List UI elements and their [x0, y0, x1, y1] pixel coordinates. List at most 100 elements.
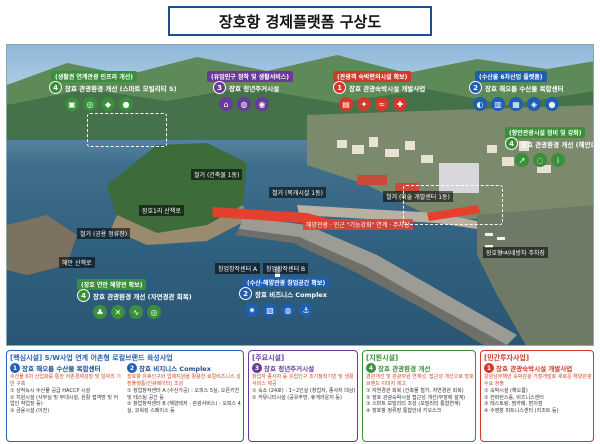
facility-title: 1 장호 해오름 수산물 복합센터 [10, 363, 122, 373]
list-item: ② 커뮤니티시설 (공유주방, 휴게라운지 등) [252, 394, 342, 401]
project-callout-startup[interactable]: 2 장호 비즈니스 Complex [239, 287, 327, 300]
route-icon: ↗ [515, 153, 529, 167]
facility-description: 경관개선 및 관광자원 연계성, 접근성 개선으로 장호 브랜드 이미지 제고 [366, 374, 474, 387]
map-label-shop: 철거 (미술 개발센터 1동) [383, 191, 453, 202]
fitness-icon: ✚ [393, 97, 407, 111]
kitchen-icon: ◍ [237, 97, 251, 111]
facility-item-list: ① 상적녹시 수산물 공급 HACCP 시설 ② 지원시설 (사무실 및 부대시… [10, 388, 122, 414]
map-label-ferry: 철거 (공용 정류장) [77, 228, 131, 239]
hotel-icon: ▤ [339, 97, 353, 111]
category-label-seafood: (수산물 6차산업 플랫폼) [475, 71, 547, 82]
list-item: ③ 스마트 모빌리티 조성 (모빌리티 통합연계) [366, 401, 461, 407]
mobility-icon-row: ▣ ◎ ◆ ● [65, 97, 133, 111]
restaurant-icon: ✦ [357, 97, 371, 111]
worker-icon: ● [545, 97, 559, 111]
category-label-mobility: (생활권 연계관광 인프라 개선) [51, 71, 137, 82]
map-label-market: 철거 (건축물 1동) [191, 169, 243, 180]
panel-heading: [민간투자사업] [484, 354, 530, 362]
panel-support-facilities: [지원시설] 4 장호 관광환경 개선 경관개선 및 관광자원 연계성, 접근성… [362, 350, 476, 442]
tree-icon: ♣ [93, 305, 107, 319]
list-item: ① 숙소 (24호) : 1~2인실 (창업자, 종사자 대상) [252, 388, 356, 394]
project-number-badge: 3 [213, 81, 226, 94]
list-item: ④ 수영장 피트니스센터 (리조트 등) [484, 407, 559, 414]
info-icon: i [551, 153, 565, 167]
map-label-parking: 장호항 시네방차 주차장 [483, 247, 549, 258]
panel-heading: [주요시설] [252, 354, 285, 362]
factory-icon: ▥ [491, 97, 505, 111]
facility-description: 장호항 유휴인구와 업체지원을 활용한 로컬비즈니스 성장플랫폼(인큐베이터) … [127, 374, 241, 387]
map-label-promenade: 해안 산책로 [59, 257, 95, 268]
leisure-icon: ⚓ [299, 303, 313, 317]
project-label: 장호 해오름 수산물 복합센터 [485, 84, 564, 93]
office-icon: ▦ [509, 97, 523, 111]
facility-item-list: ① 숙박시설 (해오름) ② 컨퍼런스홀, 비즈니스센터 ③ 레스토랑, 찜카페… [484, 388, 592, 414]
list-item: ② 컨퍼런스홀, 비즈니스센터 [484, 394, 544, 401]
map-label-pier-a: 창업창작센터 A [215, 263, 261, 274]
category-label-nature: (장호 연안 해양관 확보) [77, 279, 147, 290]
facility-title-text: 장호 비지니스 Complex [139, 365, 211, 373]
category-label-housing: (유입인구 정착 및 생활서비스) [207, 71, 293, 82]
category-label-startup: (수산·해양관광 창업공간 확보) [243, 277, 330, 288]
project-callout-housing[interactable]: 3 장호 청년주거시설 [213, 81, 279, 94]
project-callout-seafood[interactable]: 2 장호 해오름 수산물 복합센터 [469, 81, 564, 94]
panel-heading: [핵심시설] S/W사업 연계 어촌형 로컬브랜드 육성사업 [10, 354, 173, 362]
panel-heading: [지원시설] [366, 354, 399, 362]
breakwater [239, 217, 517, 345]
list-item: ③ 금융시설 (이전) [10, 407, 50, 414]
project-number-badge: 4 [505, 137, 518, 150]
private-column-lodging: 1 장호 관광숙박시설 개발사업 강원남부해안 숙박관광 거점개발로 새로운 해… [484, 363, 592, 414]
list-item: ① 숙박시설 (해오름) [484, 388, 528, 394]
map-label-harbor-route: 해양관광 · 인근 "기능강화" 연계 · 주차장 [303, 219, 413, 230]
core-column-business-complex: 2 장호 비지니스 Complex 장호항 유휴인구와 업체지원을 활용한 로컬… [127, 363, 241, 414]
fish-icon: ◐ [473, 97, 487, 111]
panel-private-investment: [민간투자사업] 1 장호 관광숙박시설 개발사업 강원남부해안 숙박관광 거점… [480, 350, 594, 442]
project-callout-lodging[interactable]: 1 장호 관광숙박시설 개발사업 [333, 81, 425, 94]
project-label: 장호 관광숙박시설 개발사업 [349, 84, 426, 93]
facility-title: 1 장호 관광숙박시설 개발사업 [484, 363, 592, 373]
trail-icon: ∿ [129, 305, 143, 319]
project-label: 장호 비즈니스 Complex [255, 290, 327, 299]
nature-icon-row: ♣ ✕ ∿ ◎ [93, 305, 161, 319]
housing-icon-row: ⌂ ◍ ◉ [219, 97, 269, 111]
bank-icon: ◈ [527, 97, 541, 111]
facility-panels: [핵심시설] S/W사업 연계 어촌형 로컬브랜드 육성사업 1 장호 해오름 … [6, 350, 594, 442]
red-boardwalk-east [427, 205, 481, 221]
project-number-badge: 1 [333, 81, 346, 94]
startup-icon-row: ✷ ▧ ◍ ⚓ [245, 303, 313, 317]
project-callout-port[interactable]: 4 장호 관광환경 개선 (해안로) [505, 137, 594, 150]
scooter-icon: ◆ [101, 97, 115, 111]
lightbulb-icon: ✷ [245, 303, 259, 317]
breakwater-shadow [235, 229, 507, 345]
list-item: ① 상적녹시 수산물 공급 HACCP 시설 [10, 388, 91, 394]
page-title: 장호항 경제플랫폼 구상도 [168, 6, 432, 36]
list-item: ① 자연경관 회복 (건축물 철거, 자연경관 회복) [366, 388, 464, 394]
facility-item-list: ① 숙소 (24호) : 1~2인실 (창업자, 종사자 대상) ② 커뮤니티시… [252, 388, 356, 401]
facility-number-badge: 4 [366, 363, 376, 373]
kitchen-test-icon: ◍ [281, 303, 295, 317]
list-item: ① 창업창작센터 A (수산가공) : 오피스 5실, 오픈키친 및 테스팅 공… [127, 388, 240, 401]
east-harbor [477, 205, 593, 345]
map-label-bridge: 철거 (복개시설 1동) [269, 187, 326, 198]
inner-pier [297, 205, 477, 229]
list-item: ④ 장호항 정류장 통합안내 키오스크 [366, 407, 442, 414]
facility-description: 강원남부해안 숙박관광 거점개발로 새로운 해양관광 수요 창출 [484, 374, 592, 387]
facility-title-text: 장호 해오름 수산물 복합센터 [22, 365, 101, 373]
facility-title-text: 장호 관광환경 개선 [378, 365, 431, 373]
project-number-badge: 4 [49, 81, 62, 94]
project-callout-mobility[interactable]: 4 장호 관광환경 개선 (스마트 모빌리티 S) [49, 81, 177, 94]
facility-item-list: ① 창업창작센터 A (수산가공) : 오피스 5실, 오픈키친 및 테스팅 공… [127, 388, 241, 414]
project-number-badge: 2 [469, 81, 482, 94]
bicycle-icon: ◎ [83, 97, 97, 111]
bus-icon: ▣ [65, 97, 79, 111]
view-icon: ◎ [147, 305, 161, 319]
project-label: 장호 관광환경 개선 (해안로) [521, 140, 594, 149]
demolition-icon: ✕ [111, 305, 125, 319]
focus-box-lodging [403, 185, 503, 225]
support-column-environment: 4 장호 관광환경 개선 경관개선 및 관광자원 연계성, 접근성 개선으로 장… [366, 363, 474, 414]
facility-description: 창업자 종사자 등 유입인구 조기정착기반 및 생활서비스 제공 [252, 374, 354, 387]
project-callout-nature[interactable]: 4 장호 관광환경 개선 (자연경관 회복) [77, 289, 192, 302]
facility-description: 수산물 6차 산업화를 통한 어촌경제성장 및 일자리 기반 구축 [10, 374, 121, 387]
lighthouse [275, 267, 280, 285]
island-rocks [111, 205, 247, 245]
lodging-icon-row: ▤ ✦ ≈ ✚ [339, 97, 407, 111]
